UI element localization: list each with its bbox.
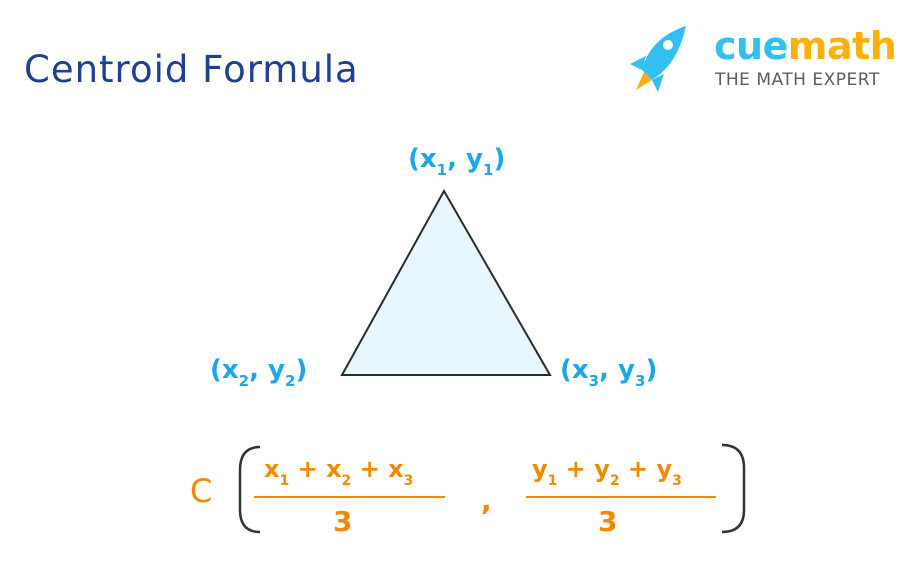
- vertex-label-left: (x2, y2): [210, 355, 308, 390]
- y-denominator: 3: [598, 505, 618, 538]
- vertex-label-right: (x3, y3): [560, 355, 658, 390]
- separator-comma: ,: [481, 484, 492, 517]
- tagline: THE MATH EXPERT: [715, 70, 880, 90]
- triangle: [340, 188, 552, 376]
- vertex-label-top: (x1, y1): [408, 144, 506, 179]
- right-bracket: [721, 443, 746, 534]
- brand-name: cuemath: [714, 24, 897, 68]
- page-title: Centroid Formula: [24, 48, 359, 91]
- x-denominator: 3: [333, 505, 353, 538]
- rocket-icon: [630, 26, 686, 92]
- x-numerator: x1 + x2 + x3: [264, 455, 414, 489]
- centroid-label: C: [190, 472, 213, 510]
- left-bracket: [238, 445, 261, 534]
- cuemath-logo: cuemath THE MATH EXPERT: [622, 20, 897, 100]
- y-numerator: y1 + y2 + y3: [532, 455, 682, 489]
